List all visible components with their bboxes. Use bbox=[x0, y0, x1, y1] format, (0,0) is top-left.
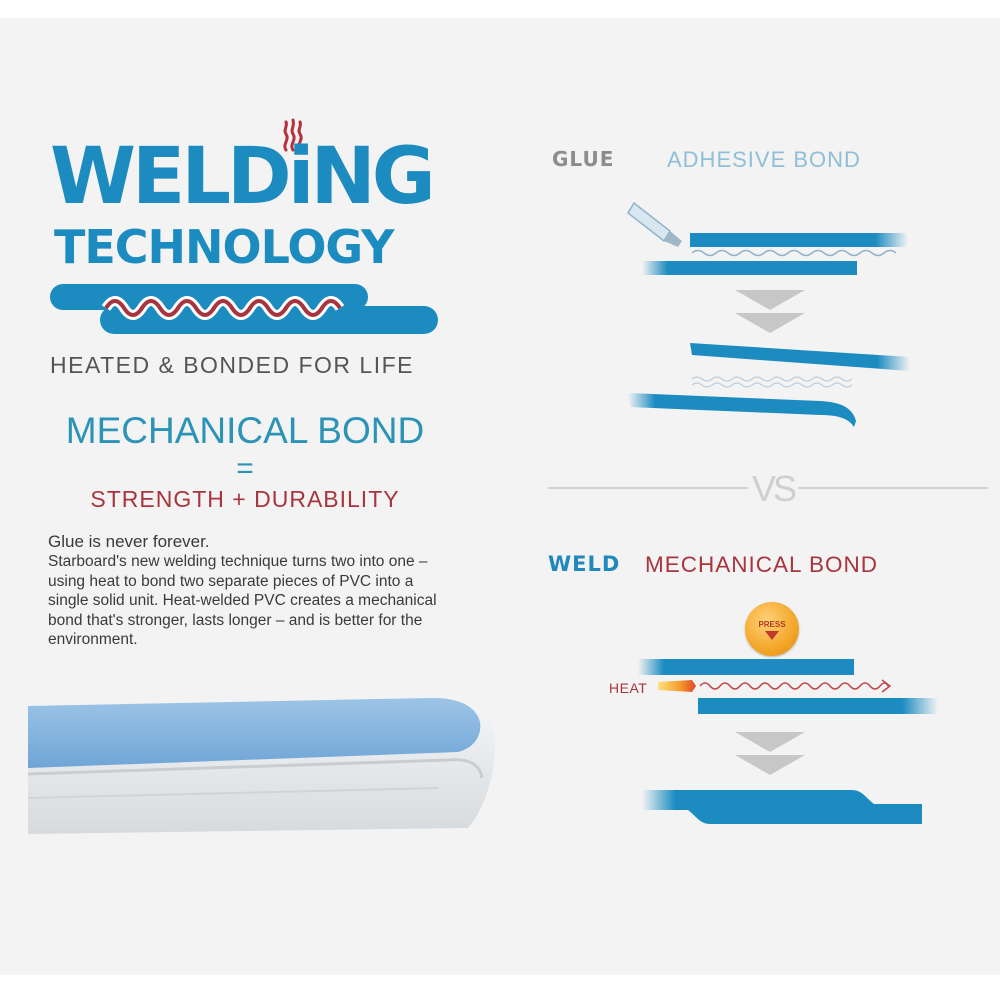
glue-label: GLUE bbox=[552, 147, 615, 171]
down-arrow-icon bbox=[735, 290, 805, 333]
title-welding: WELDiNG bbox=[50, 132, 436, 222]
title-technology: TECHNOLOGY bbox=[54, 220, 395, 274]
adhesive-bond-label: ADHESIVE BOND bbox=[667, 147, 861, 172]
bottom-border bbox=[0, 975, 1000, 1000]
weld-label: WELD bbox=[548, 552, 621, 576]
mechanical-bond-heading: MECHANICAL BOND bbox=[65, 410, 425, 451]
weld-mechanical-bond-label: MECHANICAL BOND bbox=[645, 552, 878, 577]
tagline: HEATED & BONDED FOR LIFE bbox=[50, 352, 415, 378]
equals-sign: = bbox=[236, 452, 254, 485]
press-arrow-icon bbox=[765, 631, 779, 640]
press-label: PRESS bbox=[758, 620, 786, 629]
press-button-icon: PRESS bbox=[745, 602, 799, 656]
flame-icon bbox=[658, 680, 696, 692]
strength-durability-text: STRENGTH + DURABILITY bbox=[90, 486, 400, 512]
body-lead: Glue is never forever. bbox=[48, 532, 210, 551]
down-arrow-icon bbox=[735, 732, 805, 775]
glue-tube-icon bbox=[627, 201, 682, 247]
body-paragraph: Starboard's new welding technique turns … bbox=[48, 553, 437, 648]
logo-bond-graphic bbox=[50, 284, 438, 334]
weld-diagram bbox=[638, 659, 938, 824]
glue-diagram bbox=[627, 201, 910, 427]
top-border bbox=[0, 0, 1000, 18]
divider-right bbox=[798, 487, 988, 489]
divider-left bbox=[548, 487, 748, 489]
vs-label: VS bbox=[751, 468, 797, 509]
board-edge-image bbox=[28, 697, 495, 834]
heat-waves-icon bbox=[283, 118, 303, 152]
heat-label: HEAT bbox=[609, 680, 648, 696]
